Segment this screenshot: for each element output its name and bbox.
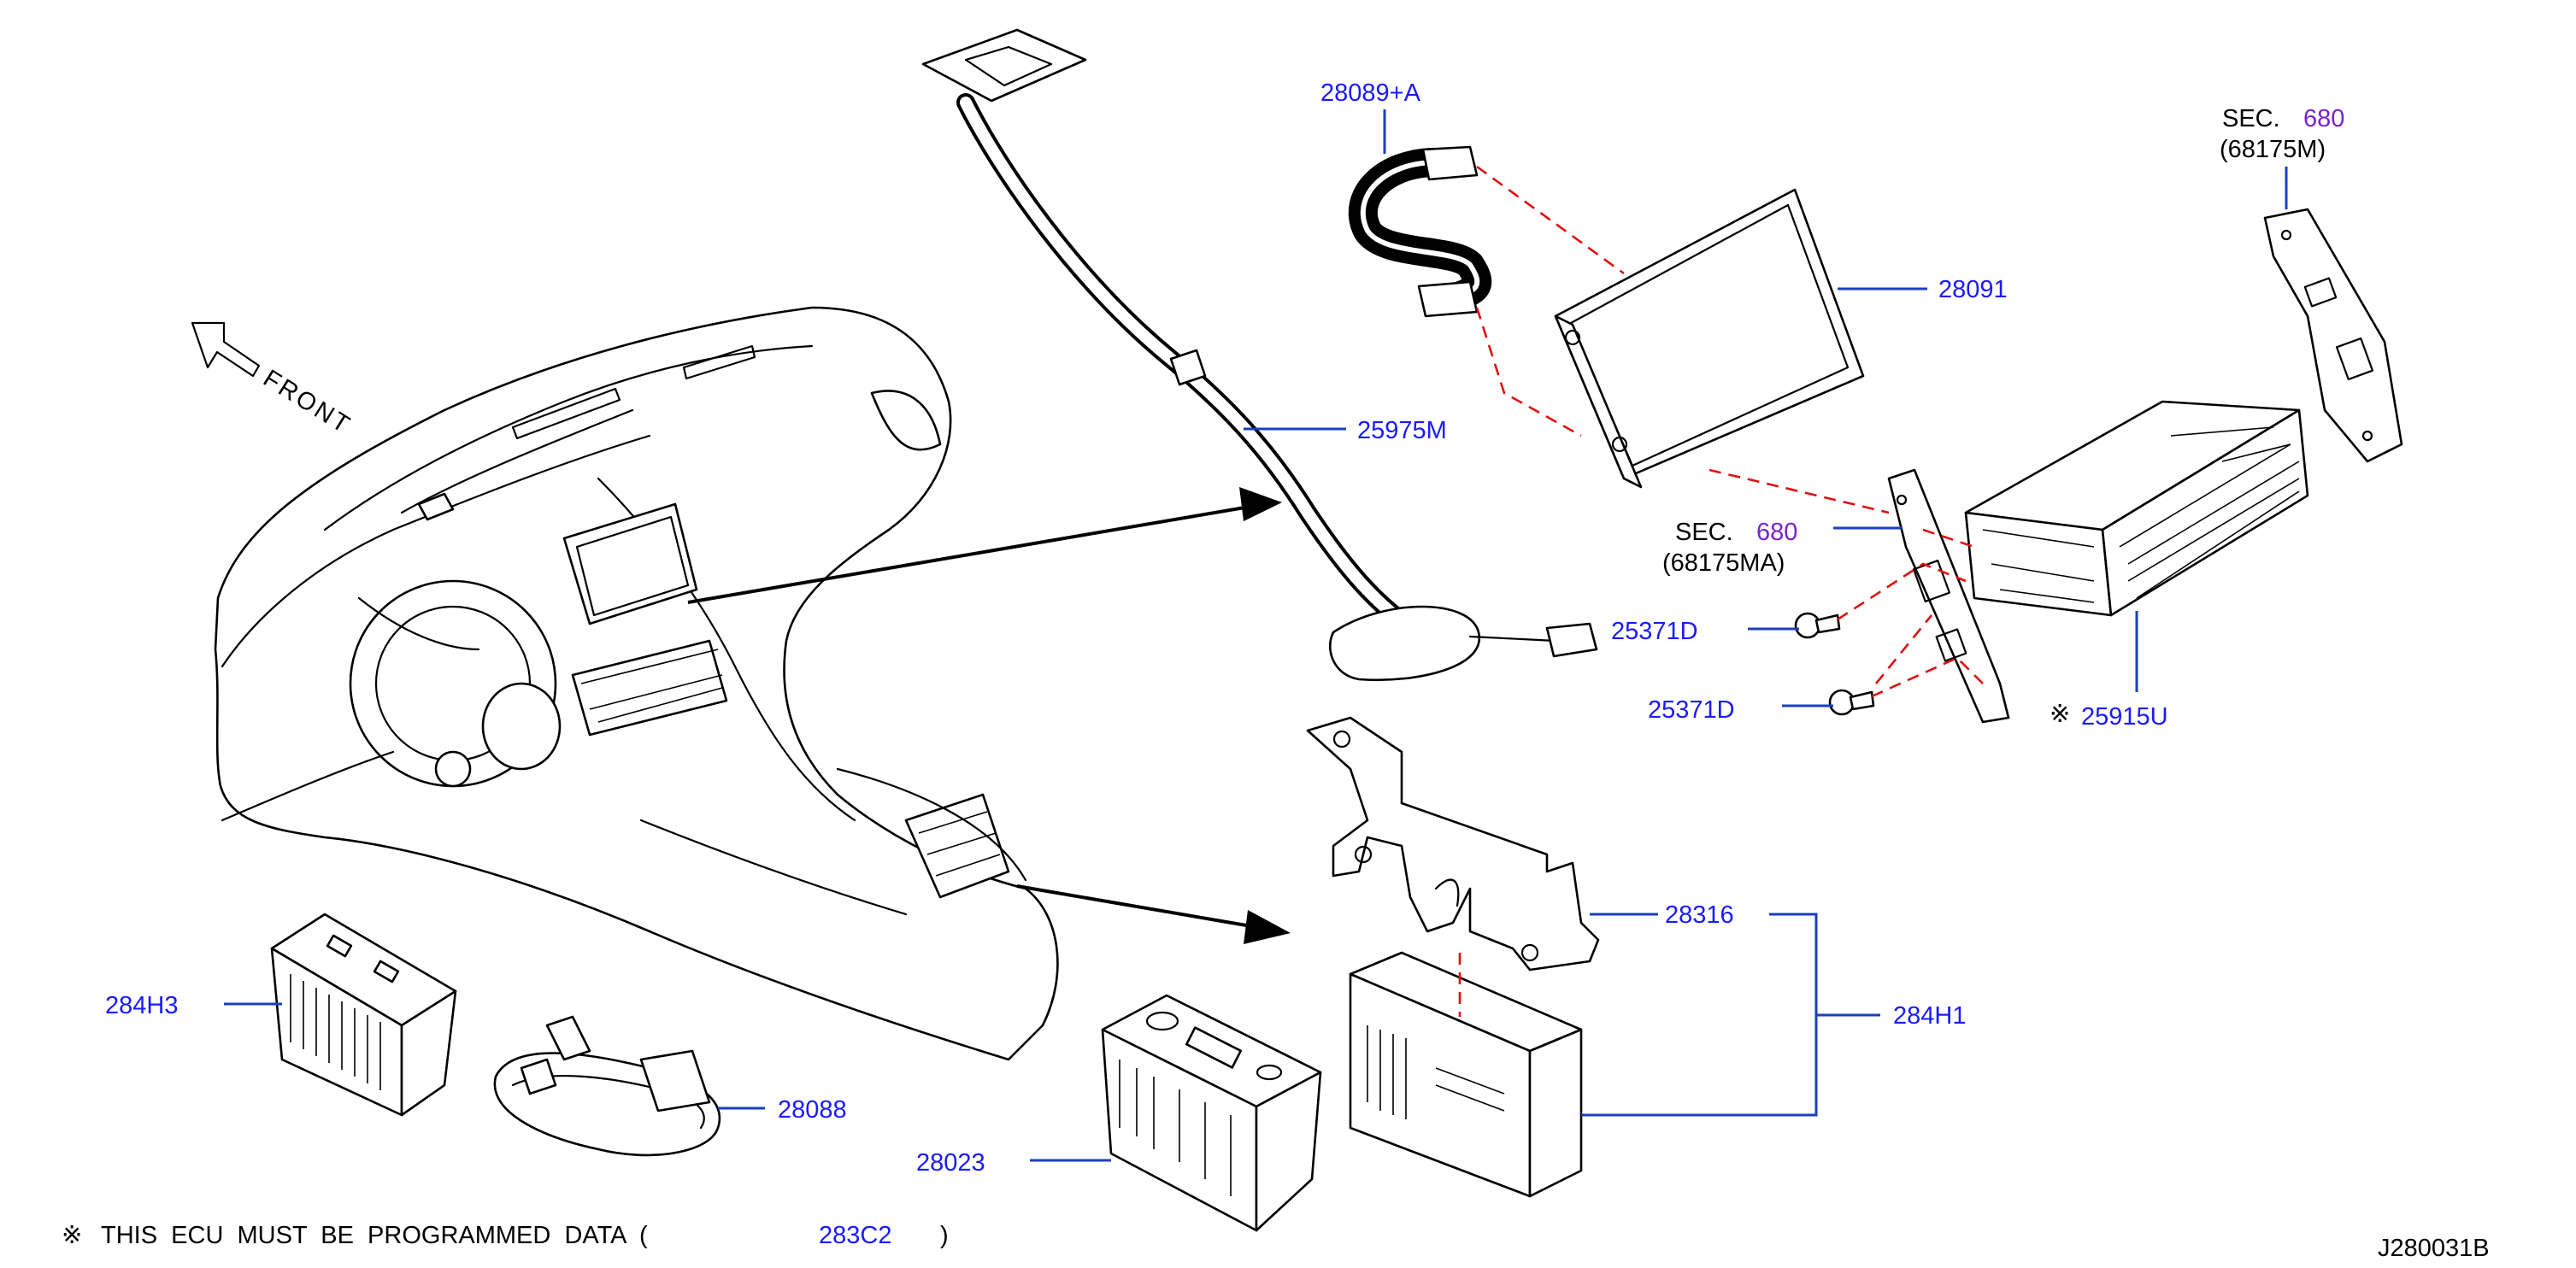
callout-284h3: 284H3 [105, 992, 178, 1019]
callout-284h1: 284H1 [1893, 1002, 1966, 1030]
cable-25975m [921, 28, 1598, 681]
section-ref-top-number[interactable]: 680 [2303, 105, 2344, 132]
callout-25371d-upper: 25371D [1611, 618, 1698, 645]
programming-mark-icon: ※ [2050, 701, 2070, 728]
module-28023 [1101, 994, 1322, 1232]
section-ref-mid-sub: (68175MA) [1662, 549, 1785, 577]
dashed-links [1458, 165, 1984, 1017]
diagram-id: J280031B [2378, 1235, 2490, 1262]
section-ref-top-sub: (68175M) [2220, 136, 2326, 163]
section-ref-top-label: SEC. [2222, 105, 2280, 132]
module-284h3 [270, 913, 457, 1117]
screw-icon [1794, 612, 1841, 639]
callout-28023: 28023 [916, 1149, 985, 1177]
unit-25915u [1964, 400, 2309, 617]
module-284h1 [1349, 951, 1583, 1198]
section-ref-mid-number[interactable]: 680 [1756, 519, 1797, 546]
display-28091 [1554, 188, 1865, 489]
front-arrow-icon [191, 321, 261, 378]
footnote-text: THIS ECU MUST BE PROGRAMMED DATA ( [101, 1222, 648, 1249]
bracket-28316 [1306, 716, 1600, 972]
callout-28088: 28088 [778, 1096, 847, 1124]
callout-25915u: 25915U [2081, 703, 2168, 731]
footnote-mark-icon: ※ [62, 1222, 82, 1249]
callout-25975m: 25975M [1357, 417, 1447, 444]
section-ref-mid-label: SEC. [1675, 519, 1733, 546]
harness-28088 [493, 1015, 721, 1157]
pointer-arrows [687, 487, 1291, 944]
callout-28089a: 28089+A [1320, 79, 1421, 107]
callout-28316: 28316 [1665, 901, 1734, 929]
front-label: FRONT [258, 365, 356, 440]
footnote-close: ) [940, 1222, 949, 1249]
bracket-68175m [2263, 208, 2403, 463]
footnote-code[interactable]: 283C2 [819, 1222, 891, 1249]
callout-28091: 28091 [1938, 276, 2008, 303]
dashboard-illustration [214, 306, 1059, 1061]
bracket-68175ma [1887, 468, 2010, 724]
harness-28089a [1348, 145, 1492, 318]
callout-25371d-lower: 25371D [1648, 696, 1735, 724]
leader-lines [224, 109, 2288, 1162]
screw-icon [1828, 689, 1875, 716]
